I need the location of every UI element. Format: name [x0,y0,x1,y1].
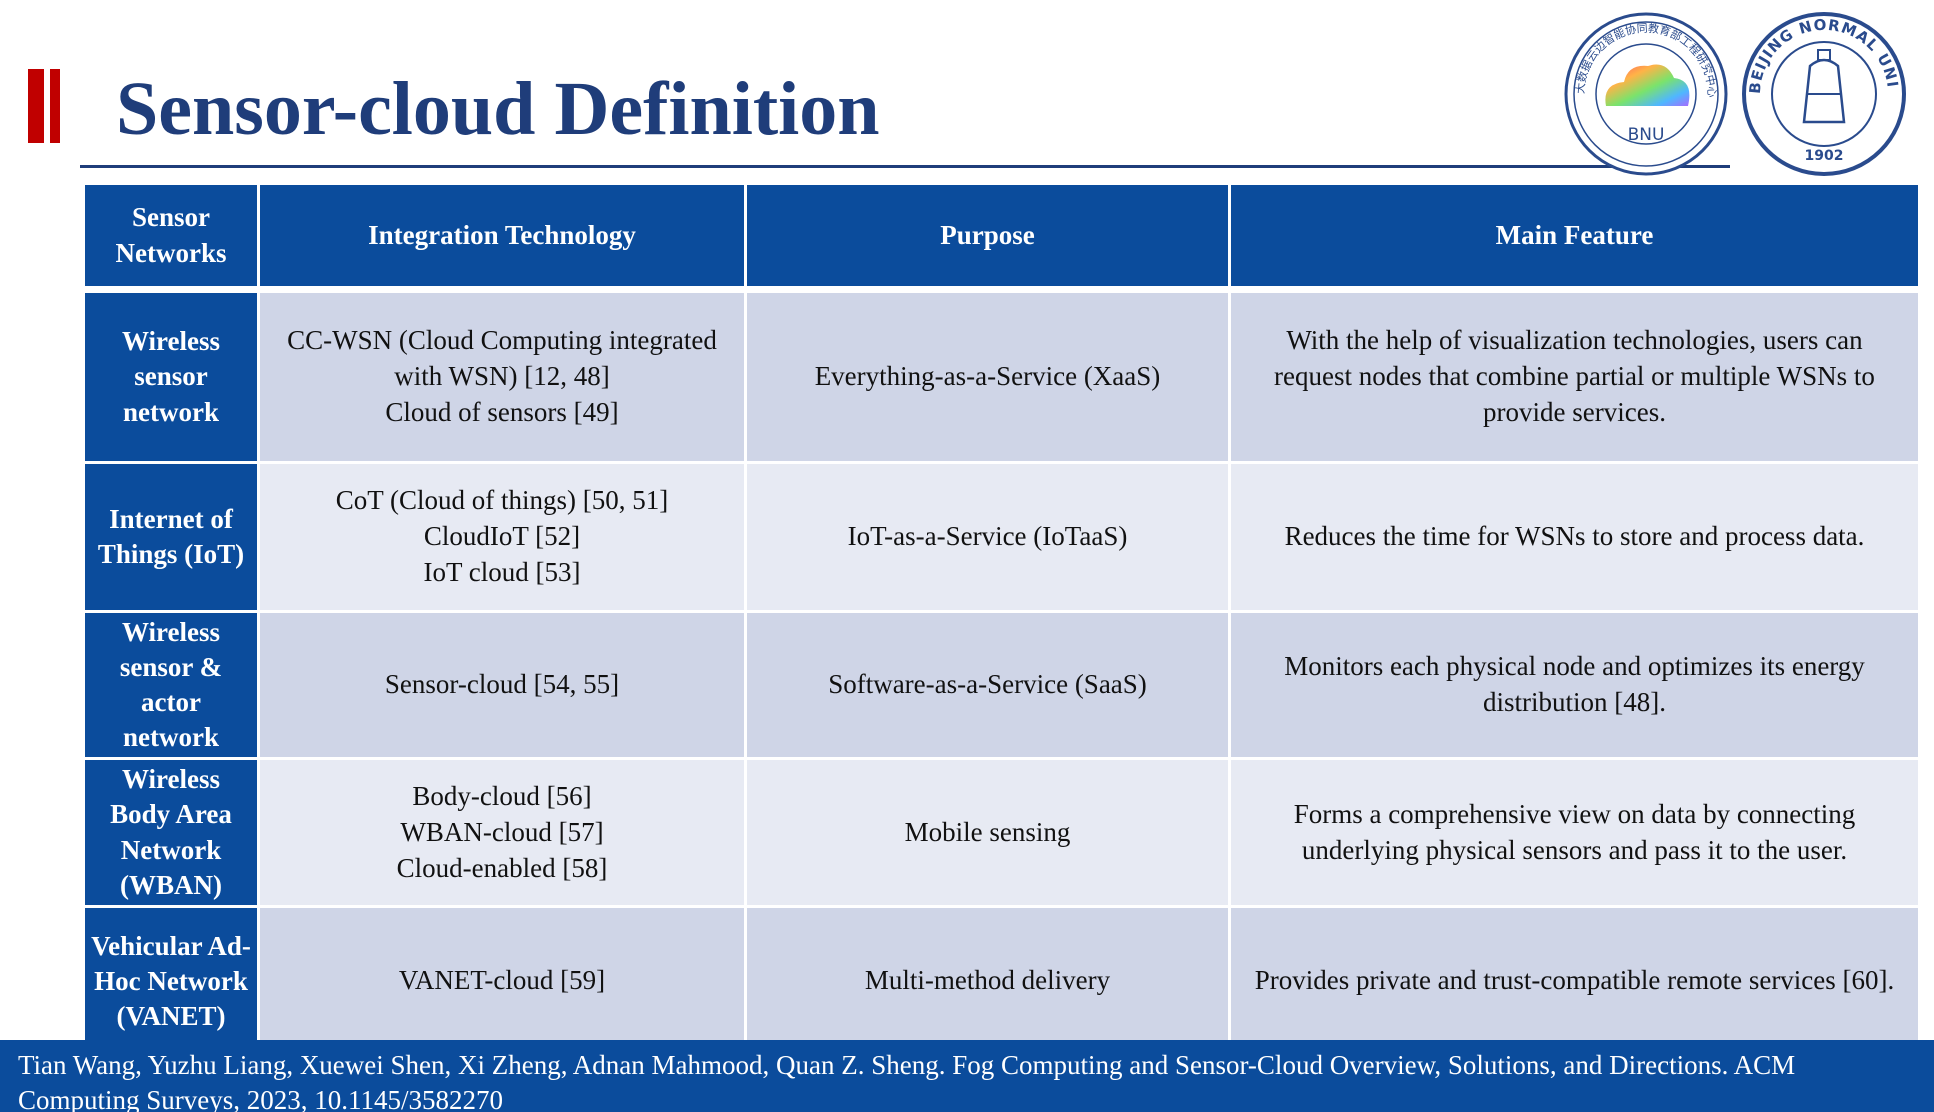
bnu-research-center-logo: 大数据云边智能协同教育部工程研究中心 BNU [1564,12,1728,176]
purpose-cell: Multi-method delivery [744,904,1231,1058]
title-accent-bar [28,69,60,143]
technology-item: WBAN-cloud [57] [400,816,604,847]
technology-item: IoT cloud [53] [423,556,581,587]
feature-cell: Reduces the time for WSNs to store and p… [1228,461,1921,613]
table-row: Wireless Body Area Network (WBAN) Body-c… [82,757,1921,908]
network-cell: Wireless sensor network [82,288,260,464]
network-cell: Wireless sensor & actor network [82,609,260,761]
technology-item: Sensor-cloud [54, 55] [384,669,620,700]
table-header-row: Sensor Networks Integration Technology P… [82,182,1921,293]
header-integration-technology: Integration Technology [257,182,747,293]
technology-cell: CoT (Cloud of things) [50, 51] CloudIoT … [257,461,747,613]
technology-item: VANET-cloud [59] [398,965,606,996]
network-cell: Internet of Things (IoT) [82,461,260,613]
table-row: Vehicular Ad-Hoc Network (VANET) VANET-c… [82,904,1921,1058]
purpose-cell: IoT-as-a-Service (IoTaaS) [744,461,1231,613]
technology-item: Cloud-enabled [58] [396,852,608,883]
slide-title: Sensor-cloud Definition [116,67,880,151]
bnu-university-seal: BEIJING NORMAL UNIVERSITY 1902 [1740,10,1906,176]
table-row: Wireless sensor & actor network Sensor-c… [82,609,1921,761]
title-divider [80,165,1730,168]
header-main-feature: Main Feature [1228,182,1921,293]
header-purpose: Purpose [744,182,1231,293]
cloud-icon [1605,64,1690,106]
purpose-cell: Everything-as-a-Service (XaaS) [744,288,1231,464]
university-year: 1902 [1805,148,1844,164]
feature-cell: With the help of visualization technolog… [1228,288,1921,464]
header-sensor-networks: Sensor Networks [82,182,260,293]
technology-item: Body-cloud [56] [412,780,592,811]
bnu-logo-text: BNU [1628,125,1665,145]
technology-cell: Sensor-cloud [54, 55] [257,609,747,761]
technology-cell: Body-cloud [56] WBAN-cloud [57] Cloud-en… [257,757,747,908]
feature-cell: Provides private and trust-compatible re… [1228,904,1921,1058]
purpose-cell: Mobile sensing [744,757,1231,908]
technology-cell: VANET-cloud [59] [257,904,747,1058]
citation-text: Tian Wang, Yuzhu Liang, Xuewei Shen, Xi … [18,1050,1796,1112]
purpose-cell: Software-as-a-Service (SaaS) [744,609,1231,761]
feature-cell: Forms a comprehensive view on data by co… [1228,757,1921,908]
technology-item: Cloud of sensors [49] [385,396,619,427]
table-row: Wireless sensor network CC-WSN (Cloud Co… [82,288,1921,464]
technology-item: CoT (Cloud of things) [50, 51] [335,485,669,516]
technology-item: CC-WSN (Cloud Computing integrated with … [287,325,717,392]
citation-footer: Tian Wang, Yuzhu Liang, Xuewei Shen, Xi … [0,1040,1934,1112]
sensor-cloud-table: Sensor Networks Integration Technology P… [82,182,1921,1058]
network-cell: Wireless Body Area Network (WBAN) [82,757,260,908]
technology-item: CloudIoT [52] [423,521,581,552]
network-cell: Vehicular Ad-Hoc Network (VANET) [82,904,260,1058]
bell-emblem-icon [1802,49,1846,124]
technology-cell: CC-WSN (Cloud Computing integrated with … [257,288,747,464]
feature-cell: Monitors each physical node and optimize… [1228,609,1921,761]
table-row: Internet of Things (IoT) CoT (Cloud of t… [82,461,1921,613]
